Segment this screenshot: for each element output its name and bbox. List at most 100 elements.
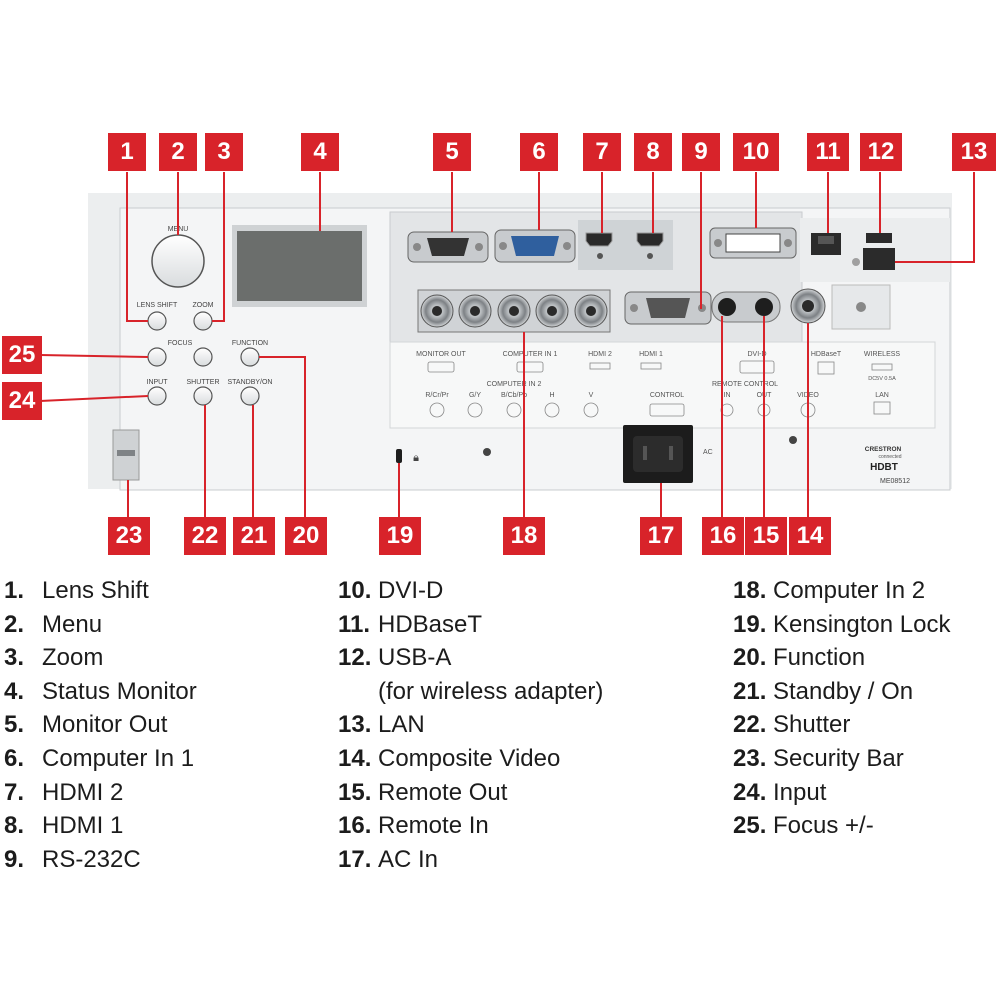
- bnc-g-connector: [458, 294, 492, 328]
- rs232c-port: [624, 291, 712, 325]
- shutter-button: [193, 386, 213, 406]
- callout-25: 25: [2, 336, 42, 374]
- monitor-out-port: [407, 231, 489, 263]
- lens-shift-label: LENS SHIFT: [137, 302, 178, 309]
- legend-item: 24.Input: [733, 778, 827, 806]
- leader-lines: [39, 172, 975, 517]
- legend-item: 20.Function: [733, 644, 866, 672]
- legend-item: 2.Menu: [4, 610, 103, 638]
- callout-1: 1: [108, 133, 146, 171]
- dvi-d-label: DVI-D: [747, 351, 766, 358]
- callout-16: 16: [702, 517, 744, 555]
- legend-item: 12.USB-A(for wireless adapter): [338, 644, 604, 705]
- callout-4: 4: [301, 133, 339, 171]
- legend-item: 11.HDBaseT: [338, 610, 483, 638]
- legend-item: 7.HDMI 2: [4, 778, 124, 806]
- callout-8: 8: [634, 133, 672, 171]
- callout-2: 2: [159, 133, 197, 171]
- legend-item: 8.HDMI 1: [4, 812, 124, 840]
- callout-6: 6: [520, 133, 558, 171]
- zoom-button: [193, 311, 213, 331]
- lock-icon: 🔒︎: [413, 451, 419, 464]
- hdbaset-port: [811, 233, 841, 255]
- hdmi-2-port: [585, 232, 613, 259]
- leader-25: [39, 354, 149, 358]
- computer-in-2-label: COMPUTER IN 2: [487, 381, 542, 388]
- hdmi-2-label: HDMI 2: [588, 351, 612, 358]
- computer-in-1-label: COMPUTER IN 1: [503, 351, 558, 358]
- bnc-b-label: B/Cb/Pb: [501, 392, 527, 399]
- leader-1: [126, 172, 148, 322]
- wireless-label: WIRELESS: [864, 351, 901, 358]
- focus-plus-button: [193, 347, 213, 367]
- callout-24: 24: [2, 382, 42, 420]
- leader-13: [895, 172, 975, 263]
- bnc-v-label: V: [589, 392, 594, 399]
- kensington-lock-slot: [396, 449, 402, 463]
- menu-button: [151, 234, 205, 288]
- lan-port: [852, 248, 895, 270]
- callout-23: 23: [108, 517, 150, 555]
- legend-item: 19.Kensington Lock: [733, 610, 951, 638]
- shutter-label: SHUTTER: [186, 379, 219, 386]
- legend-item: 1.Lens Shift: [4, 577, 149, 604]
- function-button: [240, 347, 260, 367]
- legend-item: 10.DVI-D: [338, 577, 444, 604]
- legend-item: 23.Security Bar: [733, 744, 904, 772]
- wireless-spec-label: DC5V 0.5A: [868, 376, 896, 382]
- callout-13: 13: [952, 133, 996, 171]
- status-monitor: [237, 231, 362, 301]
- callout-7: 7: [583, 133, 621, 171]
- legend-item: 15.Remote Out: [338, 778, 508, 806]
- standby-on-button: [240, 386, 260, 406]
- hdmi-1-label: HDMI 1: [639, 351, 663, 358]
- callout-9: 9: [682, 133, 720, 171]
- bnc-h-connector: [535, 294, 569, 328]
- input-label: INPUT: [147, 379, 169, 386]
- bnc-h-label: H: [549, 392, 554, 399]
- callout-21: 21: [233, 517, 275, 555]
- legend-item: 25.Focus +/-: [733, 812, 874, 840]
- control-label: CONTROL: [650, 392, 684, 399]
- focus-label: FOCUS: [168, 340, 193, 347]
- callout-11: 11: [807, 133, 849, 171]
- leader-20: [259, 356, 306, 517]
- input-button: [147, 386, 167, 406]
- legend-column-1: 1.Lens Shift 2.Menu 3.Zoom 4.Status Moni…: [4, 574, 197, 876]
- callout-20: 20: [285, 517, 327, 555]
- remote-in-label: IN: [724, 392, 731, 399]
- monitor-out-label: MONITOR OUT: [416, 351, 466, 358]
- callout-22: 22: [184, 517, 226, 555]
- bnc-v-connector: [574, 294, 608, 328]
- zoom-label: ZOOM: [193, 302, 214, 309]
- remote-control-label: REMOTE CONTROL: [712, 381, 778, 388]
- remote-in-jack: [718, 298, 736, 316]
- legend-item: 21.Standby / On: [733, 677, 914, 705]
- callout-17: 17: [640, 517, 682, 555]
- callout-14: 14: [789, 517, 831, 555]
- projector-rear-panel: MENU LENS SHIFT ZOOM FOCUS FUNCTION INPU…: [39, 172, 975, 517]
- bnc-g-label: G/Y: [469, 392, 481, 399]
- callout-18: 18: [503, 517, 545, 555]
- legend-item: 16.Remote In: [338, 812, 489, 840]
- legend-item: 17.AC In: [338, 845, 439, 873]
- leader-9: [700, 172, 702, 309]
- callout-15: 15: [745, 517, 787, 555]
- remote-out-jack: [755, 298, 773, 316]
- bnc-b-connector: [497, 294, 531, 328]
- leader-24: [39, 395, 149, 402]
- legend-item: 4.Status Monitor: [4, 677, 197, 705]
- legend-item: 6.Computer In 1: [4, 744, 195, 772]
- usb-a-port: [866, 233, 892, 243]
- legend-item: 5.Monitor Out: [4, 711, 168, 739]
- composite-video-connector: [790, 288, 826, 324]
- legend-item: 3.Zoom: [4, 644, 104, 672]
- lan-label: LAN: [875, 392, 889, 399]
- focus-minus-button: [147, 347, 167, 367]
- ac-label: AC: [703, 449, 713, 456]
- callout-5: 5: [433, 133, 471, 171]
- legend-item: 9.RS-232C: [4, 845, 141, 873]
- crestron-logo: CRESTRON: [865, 446, 902, 453]
- callout-10: 10: [733, 133, 779, 171]
- computer-in-1-port: [494, 229, 576, 263]
